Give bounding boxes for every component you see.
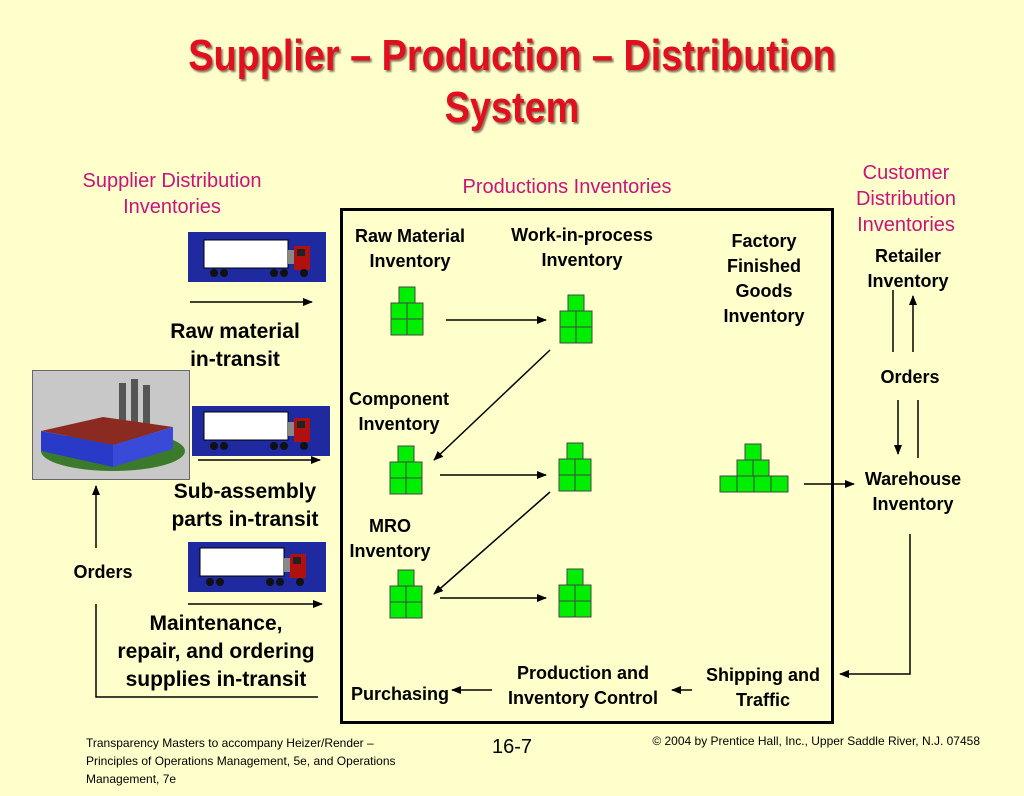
- wip-line-1: Work-in-process: [511, 225, 653, 245]
- factory-picture: [32, 370, 190, 480]
- truck-sub-assembly: [192, 406, 330, 456]
- component-line-1: Component: [349, 389, 449, 409]
- raw-transit-label: Raw material in-transit: [150, 318, 320, 374]
- raw-transit-line-1: Raw material: [170, 320, 300, 343]
- finished-line-2: Finished: [726, 256, 801, 276]
- supplier-heading-line-2: Inventories: [123, 196, 221, 218]
- shipping-line-2: Traffic: [735, 690, 791, 710]
- title-line-2: System: [444, 83, 580, 132]
- raw-material-boxes: [390, 286, 424, 336]
- mro-transit-line-1: Maintenance,: [149, 612, 283, 635]
- wip-line-2: Inventory: [541, 250, 623, 270]
- sub-transit-line-2: parts in-transit: [171, 508, 319, 531]
- mro-line-1: MRO: [369, 516, 411, 536]
- title-line-1: Supplier – Production – Distribution: [188, 31, 836, 80]
- purchasing-label: Purchasing: [350, 684, 450, 704]
- warehouse-to-shipping-arrow: [839, 534, 911, 678]
- truck-icon: [203, 411, 310, 450]
- raw-transit-line-2: in-transit: [190, 348, 280, 371]
- sub-transit-label: Sub-assembly parts in-transit: [150, 478, 340, 534]
- customer-heading: Customer Distribution Inventories: [826, 160, 986, 238]
- truck-raw-material: [188, 232, 326, 282]
- supplier-heading: Supplier Distribution Inventories: [40, 168, 304, 220]
- pic-line-1: Production and: [517, 663, 649, 683]
- pic-line-2: Inventory Control: [507, 688, 658, 708]
- wip-to-mro-arrow: [433, 491, 551, 595]
- finished-goods-boxes: [719, 443, 789, 493]
- page-title: Supplier – Production – Distribution Sys…: [72, 30, 953, 134]
- production-box: [340, 208, 834, 724]
- production-inventory-control-label: Production and Inventory Control: [488, 661, 678, 711]
- page-number: 16-7: [491, 736, 533, 758]
- finished-line-3: Goods: [735, 281, 793, 301]
- mro-transit-line-3: supplies in-transit: [125, 668, 307, 691]
- retailer-line-2: Inventory: [867, 271, 949, 291]
- footer-right: © 2004 by Prentice Hall, Inc., Upper Sad…: [652, 734, 980, 748]
- production-heading: Productions Inventories: [462, 176, 672, 198]
- truck-icon: [203, 239, 310, 277]
- footer-left-line-2: Principles of Operations Management, 5e,…: [86, 754, 396, 768]
- mro-transit-line-2: repair, and ordering: [117, 640, 315, 663]
- mro-inventory-label: MRO Inventory: [334, 514, 446, 564]
- finished-goods-inventory-label: Factory Finished Goods Inventory: [704, 229, 824, 329]
- raw-material-line-2: Inventory: [369, 251, 451, 271]
- truck-icon: [199, 547, 306, 586]
- warehouse-line-2: Inventory: [872, 494, 954, 514]
- orders-right-label: Orders: [880, 367, 940, 387]
- wip-boxes-3: [558, 568, 592, 618]
- supplier-heading-line-1: Supplier Distribution: [82, 170, 262, 192]
- shipping-traffic-label: Shipping and Traffic: [690, 663, 836, 713]
- customer-heading-line-1: Customer: [862, 162, 950, 184]
- wip-inventory-label: Work-in-process Inventory: [494, 223, 670, 273]
- truck-mro: [188, 542, 326, 592]
- footer-left-line-1: Transparency Masters to accompany Heizer…: [86, 736, 374, 750]
- warehouse-inventory-label: Warehouse Inventory: [848, 467, 978, 517]
- warehouse-line-1: Warehouse: [864, 469, 962, 489]
- orders-return-line: [95, 604, 318, 698]
- retailer-line-1: Retailer: [874, 246, 942, 266]
- sub-transit-line-1: Sub-assembly: [173, 480, 317, 503]
- customer-heading-line-3: Inventories: [857, 214, 955, 236]
- raw-material-inventory-label: Raw Material Inventory: [338, 224, 482, 274]
- finished-line-1: Factory: [731, 231, 797, 251]
- raw-material-line-1: Raw Material: [354, 226, 466, 246]
- retailer-inventory-label: Retailer Inventory: [848, 244, 968, 294]
- footer-left-line-3: Management, 7e: [86, 772, 177, 786]
- footer-left: Transparency Masters to accompany Heizer…: [86, 734, 406, 788]
- component-line-2: Inventory: [358, 414, 440, 434]
- customer-heading-line-2: Distribution: [855, 188, 957, 210]
- component-boxes: [389, 445, 423, 495]
- mro-transit-label: Maintenance, repair, and ordering suppli…: [96, 610, 336, 694]
- orders-left-label: Orders: [73, 562, 133, 582]
- wip-boxes-1: [559, 294, 593, 344]
- mro-boxes: [389, 569, 423, 619]
- wip-to-component-arrow: [433, 349, 551, 461]
- wip-boxes-2: [558, 442, 592, 492]
- finished-line-4: Inventory: [723, 306, 805, 326]
- factory-icon: [41, 379, 185, 471]
- mro-line-2: Inventory: [349, 541, 431, 561]
- shipping-line-1: Shipping and: [706, 665, 820, 685]
- component-inventory-label: Component Inventory: [334, 387, 464, 437]
